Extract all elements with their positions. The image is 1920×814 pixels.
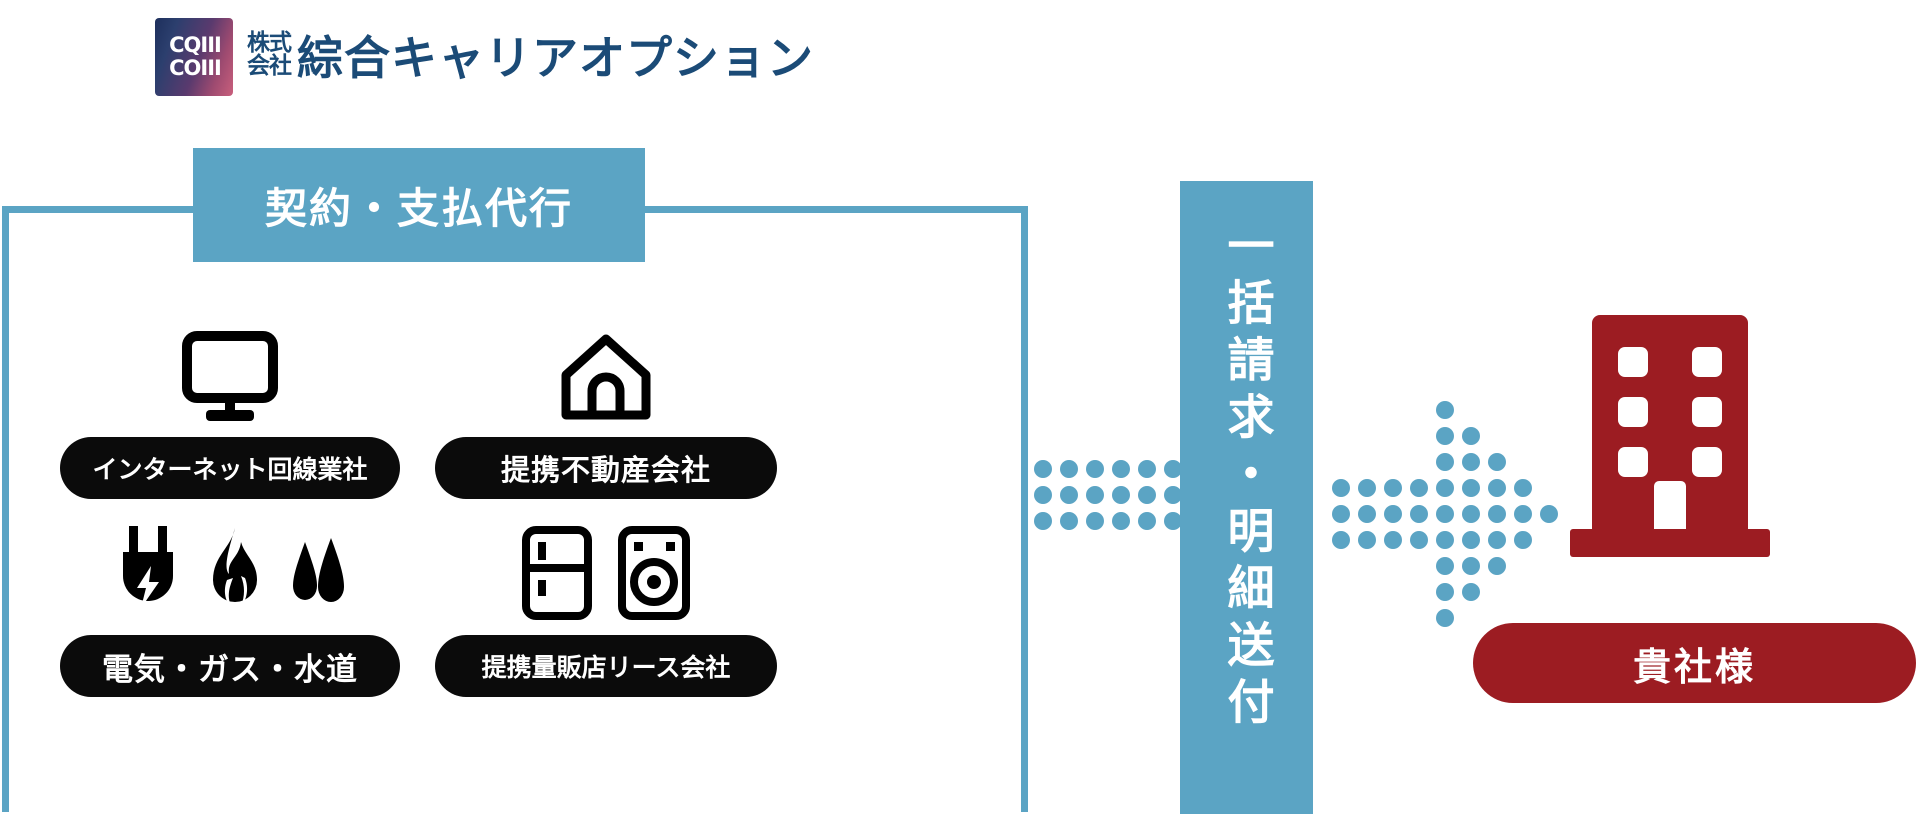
logo-prefix-line-1: 株式 <box>247 28 292 55</box>
dot-row <box>1328 423 1562 449</box>
service-pill-utilities: 電気・ガス・水道 <box>60 635 400 697</box>
building-window <box>1692 397 1722 427</box>
logo-corporate-prefix: 株式 会社 <box>247 28 292 84</box>
dot-row <box>1328 579 1562 605</box>
dot-row <box>1030 456 1212 482</box>
services-panel-header: 契約・支払代行 <box>193 148 645 262</box>
office-building-icon <box>1570 315 1770 565</box>
dot-row <box>1328 501 1562 527</box>
building-body <box>1592 315 1748 543</box>
client-pill-label: 貴社様 <box>1632 646 1756 689</box>
service-cell-internet: インターネット回線業社 <box>60 315 400 499</box>
service-pill-internet-label: インターネット回線業社 <box>92 456 368 484</box>
house-icon <box>558 331 654 423</box>
service-pill-realestate-label: 提携不動産会社 <box>500 455 711 487</box>
dot-row <box>1328 449 1562 475</box>
dot-row <box>1328 397 1562 423</box>
building-window <box>1692 347 1722 377</box>
services-panel-header-label: 契約・支払代行 <box>264 184 573 232</box>
building-window <box>1618 447 1648 477</box>
building-window <box>1618 397 1648 427</box>
washing-machine-icon <box>614 526 694 621</box>
monitor-icon <box>182 331 278 423</box>
service-pill-retail-lease: 提携量販店リース会社 <box>435 635 777 697</box>
service-cell-realestate: 提携不動産会社 <box>435 315 777 499</box>
refrigerator-icon <box>518 526 596 621</box>
logo-mark-icon: CQIII COIII <box>155 18 233 96</box>
logo-text-block: 株式 会社 綜合キャリアオプション <box>247 28 814 85</box>
dot-row <box>1328 527 1562 553</box>
building-base <box>1570 529 1770 557</box>
plug-icon <box>113 526 183 621</box>
service-cell-realestate-icons <box>558 315 654 423</box>
logo-mark-line-1: CQIII <box>169 33 222 57</box>
service-cell-retail-lease-icons <box>518 513 694 621</box>
dotted-arrow-right-icon <box>1328 397 1562 631</box>
invoice-flow-bar: 一括請求・明細送付 <box>1180 181 1313 814</box>
service-cell-utilities-icons <box>113 513 347 621</box>
flame-icon <box>201 526 267 621</box>
dot-row <box>1328 605 1562 631</box>
service-pill-realestate: 提携不動産会社 <box>435 437 777 499</box>
client-pill: 貴社様 <box>1473 623 1916 703</box>
dot-row <box>1328 475 1562 501</box>
water-drop-icon <box>285 526 347 621</box>
service-pill-retail-lease-label: 提携量販店リース会社 <box>481 654 731 682</box>
invoice-flow-bar-label: 一括請求・明細送付 <box>1220 221 1274 734</box>
services-panel <box>2 206 1028 812</box>
service-pill-utilities-label: 電気・ガス・水道 <box>102 651 358 687</box>
dot-row <box>1328 553 1562 579</box>
service-cell-utilities: 電気・ガス・水道 <box>60 513 400 697</box>
logo-company-name: 綜合キャリアオプション <box>297 32 814 85</box>
company-logo: CQIII COIII 株式 会社 綜合キャリアオプション <box>155 18 814 96</box>
service-pill-internet: インターネット回線業社 <box>60 437 400 499</box>
logo-mark-line-2: COIII <box>169 56 222 80</box>
building-window <box>1692 447 1722 477</box>
service-cell-retail-lease: 提携量販店リース会社 <box>435 513 777 697</box>
service-cell-internet-icons <box>182 315 278 423</box>
building-window <box>1618 347 1648 377</box>
logo-prefix-line-2: 会社 <box>247 52 292 78</box>
